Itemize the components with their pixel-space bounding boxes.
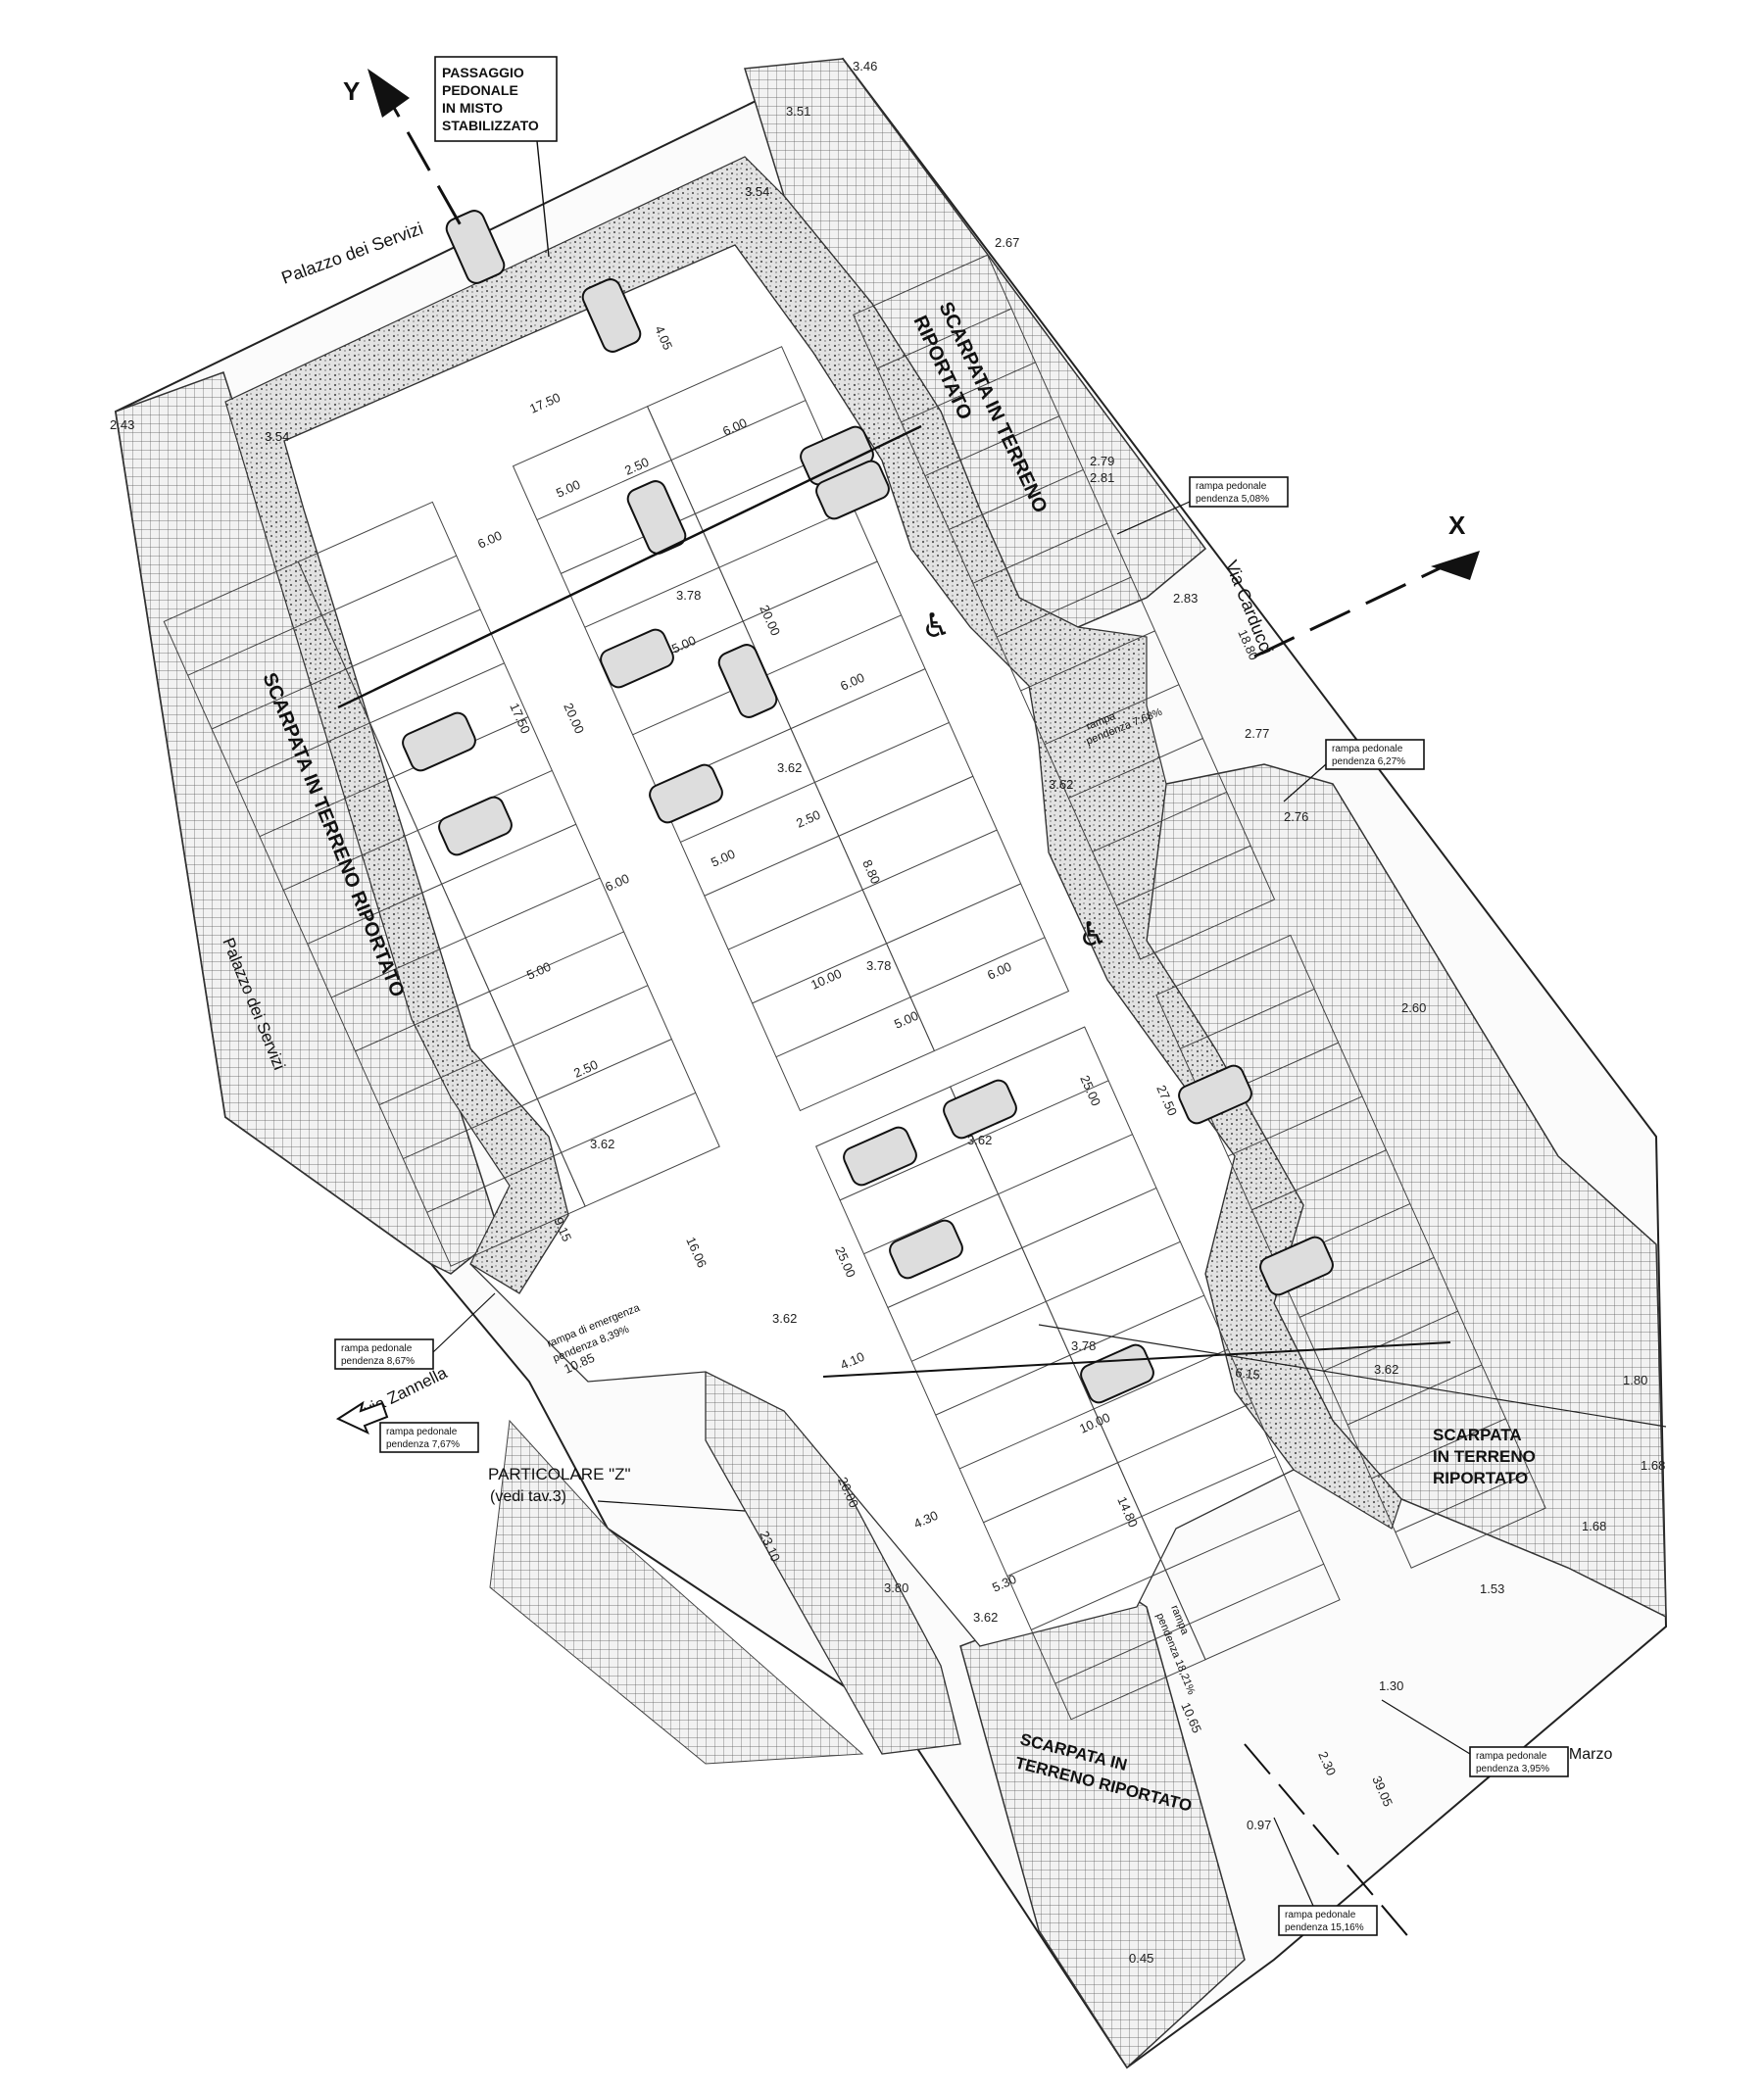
elev: 3.78 [1071,1338,1096,1353]
embankment-label-bottom-right-2: IN TERRENO [1433,1447,1536,1466]
section-x-arrow [1431,551,1480,580]
elev: 3.78 [676,588,701,603]
accessible-icon: ♿ [1078,915,1107,954]
car [581,278,642,353]
ramp-5-label: rampa pedonale [1476,1751,1547,1762]
section-y-label: Y [343,76,360,106]
embankment-label-bottom-right-1: SCARPATA [1433,1426,1522,1444]
car [815,460,890,520]
ramp-6-value: pendenza 15,16% [1285,1922,1364,1933]
ramp-box-5: rampa pedonale pendenza 3,95% [1381,1699,1569,1777]
ramp-1-label: rampa pedonale [1196,481,1267,492]
left-embankment [115,371,501,1275]
pedestrian-passage-box [434,56,558,142]
car [438,796,513,856]
elev: 3.62 [973,1610,998,1625]
dim-line-vertical [1244,1743,1412,1941]
car [717,644,778,718]
elev: 1.80 [1623,1373,1647,1387]
ramp-1-value: pendenza 5,08% [1196,494,1269,505]
ramp-6-label: rampa pedonale [1285,1910,1356,1920]
parking-stalls [163,254,1546,1721]
elev: 2.79 [1090,454,1114,468]
ramp-4-label: rampa pedonale [386,1427,458,1437]
elev: 3.78 [866,958,891,973]
ramp-2-label: rampa pedonale [1332,744,1403,754]
ramp-5-value: pendenza 3,95% [1476,1764,1549,1774]
elev: 3.80 [884,1580,908,1595]
ramp-4-value: pendenza 7,67% [386,1439,460,1450]
particolare-leader [597,1500,746,1512]
elev: 3.62 [1049,777,1073,792]
elev: 1.30 [1379,1678,1403,1693]
accessible-parking-icons: ♿ ♿ [921,607,1107,954]
pedestrian-passage-leader [536,140,550,258]
particolare-label: PARTICOLARE "Z" [488,1465,631,1483]
elevation-labels: 3.46 3.51 3.54 3.54 2.43 2.67 2.79 2.81 … [110,59,1665,1966]
car [402,711,476,772]
elev: 0.45 [1129,1951,1153,1966]
bottom-left-grid [489,1419,864,1765]
pedestrian-passage-line-3: IN MISTO [442,100,503,116]
elev: 2.67 [995,235,1019,250]
car [649,763,723,824]
car [943,1079,1017,1140]
west-arrow-icon [335,1400,389,1435]
ramp-box-3: rampa pedonale pendenza 8,67% [334,1292,496,1370]
ramp-box-6: rampa pedonale pendenza 15,16% [1273,1817,1378,1936]
elev: 3.54 [265,429,289,444]
parking-area [283,244,1295,1647]
car [1259,1236,1334,1296]
dim: 6.15 [1235,1365,1261,1383]
elev: 2.81 [1090,470,1114,485]
elev: 2.76 [1284,809,1308,824]
ramp-2-value: pendenza 6,27% [1332,756,1405,767]
ramp-box-4: rampa pedonale pendenza 7,67% [379,1422,479,1453]
elev: 2.43 [110,417,134,432]
section-x-label: X [1448,510,1466,540]
pedestrian-passage-line-4: STABILIZZATO [442,118,539,133]
car [626,480,687,555]
elev: 3.62 [1374,1362,1398,1377]
elev: 3.46 [853,59,877,73]
pedestrian-passage-line-1: PASSAGGIO [442,65,524,80]
section-y-arrow [368,69,410,118]
pedestrian-passage-line-2: PEDONALE [442,82,518,98]
embankment-label-bottom-right-3: RIPORTATO [1433,1469,1528,1487]
elev: 3.62 [967,1133,992,1147]
elev: 2.77 [1245,726,1269,741]
section-cut-3 [1038,1324,1667,1428]
elev: 0.97 [1247,1818,1271,1832]
ramp-3-label: rampa pedonale [341,1343,413,1354]
car [1178,1064,1252,1125]
ramp-box-1: rampa pedonale pendenza 5,08% [1116,476,1289,535]
section-cut-2 [822,1341,1451,1378]
elev: 3.54 [745,184,769,199]
car [445,210,506,284]
elev: 1.68 [1582,1519,1606,1533]
elev: 1.68 [1641,1458,1665,1473]
particolare-sub: (vedi tav.3) [490,1488,566,1505]
ramp-3-value: pendenza 8,67% [341,1356,415,1367]
elev: 3.62 [777,760,802,775]
elev: 3.62 [772,1311,797,1326]
car [600,628,674,689]
car [843,1126,917,1187]
elev: 1.53 [1480,1581,1504,1596]
car [889,1219,963,1280]
elev: 2.83 [1173,591,1198,606]
accessible-icon: ♿ [921,607,951,646]
section-cut-1 [337,424,922,709]
ramp-box-2: rampa pedonale pendenza 6,27% [1283,739,1425,802]
section-line-x [1253,557,1461,658]
elev: 3.51 [786,104,810,119]
elev: 3.62 [590,1137,614,1151]
elev: 2.60 [1401,1000,1426,1015]
dimension-labels: 17.50 20.00 20.00 17.50 6.00 6.00 6.00 6… [475,323,1396,1809]
